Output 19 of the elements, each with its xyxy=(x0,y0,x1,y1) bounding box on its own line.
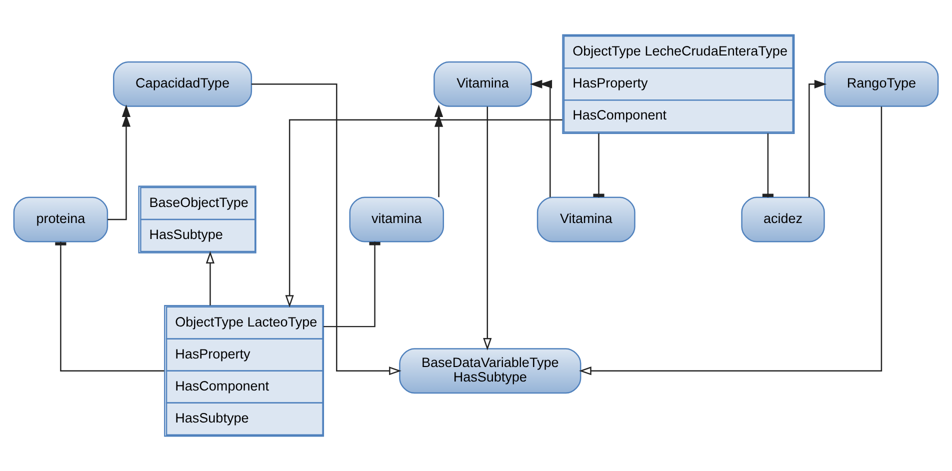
node-box: BaseDataVariableType HasSubtype xyxy=(399,348,582,394)
arrow xyxy=(108,104,131,220)
arrow xyxy=(579,106,882,376)
node-box: proteina xyxy=(13,196,108,242)
connector xyxy=(323,242,380,328)
arrow xyxy=(808,80,827,198)
arrow xyxy=(251,84,402,376)
arrow xyxy=(206,251,215,306)
node-box: Vitamina xyxy=(536,196,636,242)
arrow xyxy=(434,104,444,198)
arrow xyxy=(530,80,552,198)
node-box: CapacidadType xyxy=(113,61,252,107)
node-box: vitamina xyxy=(349,196,444,242)
arrow xyxy=(483,106,492,350)
node-box: acidez xyxy=(741,196,825,242)
node-box: Vitamina xyxy=(434,61,532,107)
arrow xyxy=(285,119,562,308)
connector xyxy=(55,242,164,372)
node-box: RangoType xyxy=(824,61,939,107)
